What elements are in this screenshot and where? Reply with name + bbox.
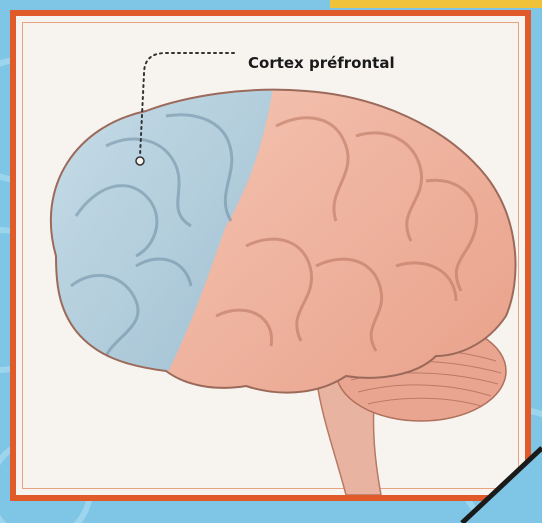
callout-marker [136,157,144,165]
corner-decoration [447,438,542,523]
illustration-frame: Cortex préfrontal [10,10,531,501]
brain-illustration [16,16,525,495]
callout-label-prefrontal-cortex: Cortex préfrontal [248,54,395,72]
